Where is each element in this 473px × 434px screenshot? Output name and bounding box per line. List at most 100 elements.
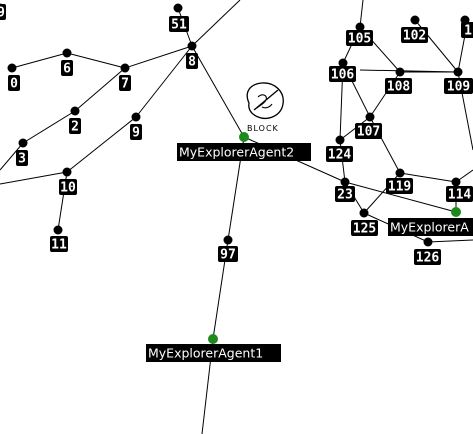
node-label-text: 107: [357, 125, 380, 140]
node-label-text: 2: [71, 120, 79, 135]
node-label: 0: [8, 75, 20, 92]
node-label-bg: [0, 4, 6, 20]
node-label-bg: [186, 53, 198, 69]
nodes: [0, 3, 470, 247]
node-label: 105: [346, 30, 373, 47]
graph-edge: [0, 142, 24, 171]
graph-node-51[interactable]: [173, 3, 183, 13]
node-label: 6: [61, 60, 73, 77]
node-label-text: 119: [388, 180, 411, 195]
node-label: 102: [401, 27, 428, 44]
node-label-text: 97: [220, 248, 236, 263]
agent-node-agentR[interactable]: [451, 207, 461, 217]
node-label-text: 108: [387, 80, 411, 95]
node-label: 109: [444, 78, 473, 95]
graph-node-119[interactable]: [395, 168, 405, 178]
graph-node-105[interactable]: [355, 22, 365, 32]
graph-node-11[interactable]: [53, 225, 63, 235]
node-label-text: 1: [464, 24, 472, 39]
agent-label-agent2: MyExplorerAgent2: [177, 143, 311, 161]
agent-label-bg: [388, 218, 473, 236]
graph-node-23[interactable]: [340, 177, 350, 187]
node-label: 9: [0, 4, 6, 21]
graph-node-7[interactable]: [120, 63, 130, 73]
graph-node-102[interactable]: [410, 15, 420, 25]
node-label-bg: [461, 22, 473, 38]
node-label: 124: [326, 146, 353, 163]
graph-edge: [359, 0, 364, 28]
node-label: 97: [218, 246, 238, 263]
node-label-bg: [386, 178, 413, 194]
node-label: 51: [169, 16, 189, 33]
agent-node-agent1[interactable]: [208, 334, 218, 344]
node-label-bg: [119, 75, 131, 91]
node-label-bg: [446, 186, 473, 202]
graph-node-109[interactable]: [453, 67, 463, 77]
node-label-bg: [351, 220, 378, 236]
graph-edge: [191, 0, 241, 47]
node-label-bg: [50, 236, 68, 252]
node-label-bg: [59, 179, 77, 195]
graph-node-114[interactable]: [451, 177, 461, 187]
graph-node-6[interactable]: [62, 48, 72, 58]
graph-node-10[interactable]: [62, 167, 72, 177]
node-label: 114: [446, 186, 473, 203]
graph-edge: [359, 69, 459, 73]
graph-edge: [124, 45, 193, 69]
graph-node-125[interactable]: [359, 208, 369, 218]
graph-node-126[interactable]: [423, 237, 433, 247]
graph-edge: [191, 45, 245, 138]
node-label-text: 126: [416, 251, 440, 266]
node-label-bg: [401, 27, 428, 43]
graph-edge: [22, 110, 76, 144]
node-label-text: 7: [121, 77, 129, 92]
graph-edge: [0, 171, 68, 185]
node-label: 106: [329, 66, 356, 83]
node-label-text: 9: [0, 6, 5, 21]
graph-node-0[interactable]: [7, 63, 17, 73]
node-label: 9: [130, 124, 142, 141]
node-label-text: 8: [188, 55, 196, 70]
agent-label-agentR: MyExplorerA: [388, 218, 473, 236]
graph-node-97[interactable]: [223, 235, 233, 245]
graph-edge: [11, 52, 68, 69]
node-label-text: 11: [51, 238, 67, 253]
graph-node-2[interactable]: [70, 106, 80, 116]
node-label-text: 114: [448, 188, 472, 203]
node-label: 1: [461, 22, 473, 39]
graph-node-108[interactable]: [395, 67, 405, 77]
graph-node-3[interactable]: [18, 138, 28, 148]
node-label-bg: [8, 75, 20, 91]
node-label-text: 124: [328, 148, 352, 163]
node-label: 126: [414, 249, 441, 266]
graph-node-107[interactable]: [365, 112, 375, 122]
graph-node-9[interactable]: [131, 112, 141, 122]
graph-node-8[interactable]: [187, 41, 197, 51]
node-label-text: 3: [18, 152, 26, 167]
node-label-text: 0: [10, 77, 18, 92]
node-label: 3: [16, 150, 28, 167]
node-label-text: 106: [331, 68, 355, 83]
graph-node-106[interactable]: [338, 58, 348, 68]
node-label-bg: [414, 249, 441, 265]
node-label: 11: [50, 236, 68, 253]
node-label: 107: [355, 123, 382, 140]
node-label-text: 109: [447, 80, 470, 95]
graph-edge: [344, 181, 457, 213]
graph-edge: [135, 45, 193, 118]
agent-node-agent2[interactable]: [239, 132, 249, 142]
node-label-bg: [69, 118, 81, 134]
node-label-bg: [346, 30, 373, 46]
node-label-bg: [329, 66, 356, 82]
agent-label-bg: [177, 143, 311, 161]
graph-edge: [457, 34, 466, 73]
graph-edge: [399, 172, 457, 183]
node-label-text: 23: [337, 188, 353, 203]
graph-node-124[interactable]: [335, 135, 345, 145]
node-label-text: 51: [171, 18, 187, 33]
node-label-bg: [130, 124, 142, 140]
